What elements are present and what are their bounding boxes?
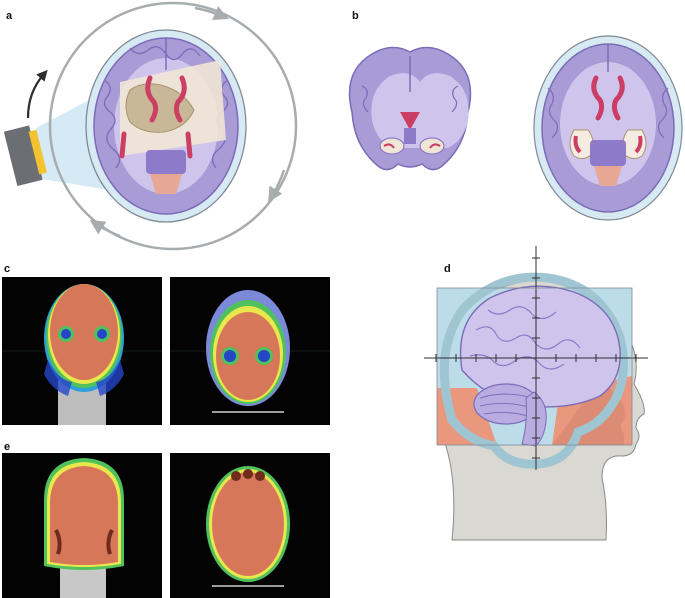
coronal-brain-section	[348, 46, 472, 171]
panel-e-dose-maps	[2, 453, 330, 598]
panel-b-brain-sections	[348, 35, 683, 221]
ventricle-horn-right	[185, 131, 193, 159]
panel-label-e: e	[4, 441, 11, 453]
gyri-left	[103, 79, 121, 169]
panel-label-a: a	[6, 10, 13, 22]
brainstem-sagittal	[521, 391, 547, 447]
field-border	[436, 287, 633, 446]
dose-map-axial-whole-brain	[170, 453, 330, 598]
panel-d-head-field	[424, 246, 648, 541]
brainstem	[150, 174, 182, 194]
curved-arrow-icon	[26, 69, 48, 119]
lateral-ventricle-left	[145, 75, 159, 123]
panel-label-b: b	[352, 10, 359, 22]
radiation-source-icon	[3, 125, 47, 187]
axial-brain-section	[533, 35, 683, 221]
panel-a-rotation-diagram	[3, 1, 298, 251]
dose-map-axial	[170, 277, 330, 425]
skull-ring	[439, 272, 628, 469]
crosshair-ticks	[435, 257, 637, 459]
lateral-ventricle-right	[173, 75, 187, 123]
panel-label-d: d	[444, 263, 451, 275]
orbit-arrow-top	[194, 6, 229, 20]
dose-map-coronal-whole-brain	[2, 453, 162, 598]
midbrain	[146, 150, 186, 174]
ventricle-horn-left	[119, 131, 127, 159]
gantry-orbit	[48, 1, 298, 251]
deep-structures	[125, 83, 195, 133]
dose-map-coronal	[2, 277, 162, 425]
orbit-arrow-right	[268, 169, 286, 203]
panel-c-dose-maps	[2, 277, 330, 425]
orbit-arrow-bottom	[89, 219, 121, 238]
panel-label-c: c	[4, 263, 11, 275]
